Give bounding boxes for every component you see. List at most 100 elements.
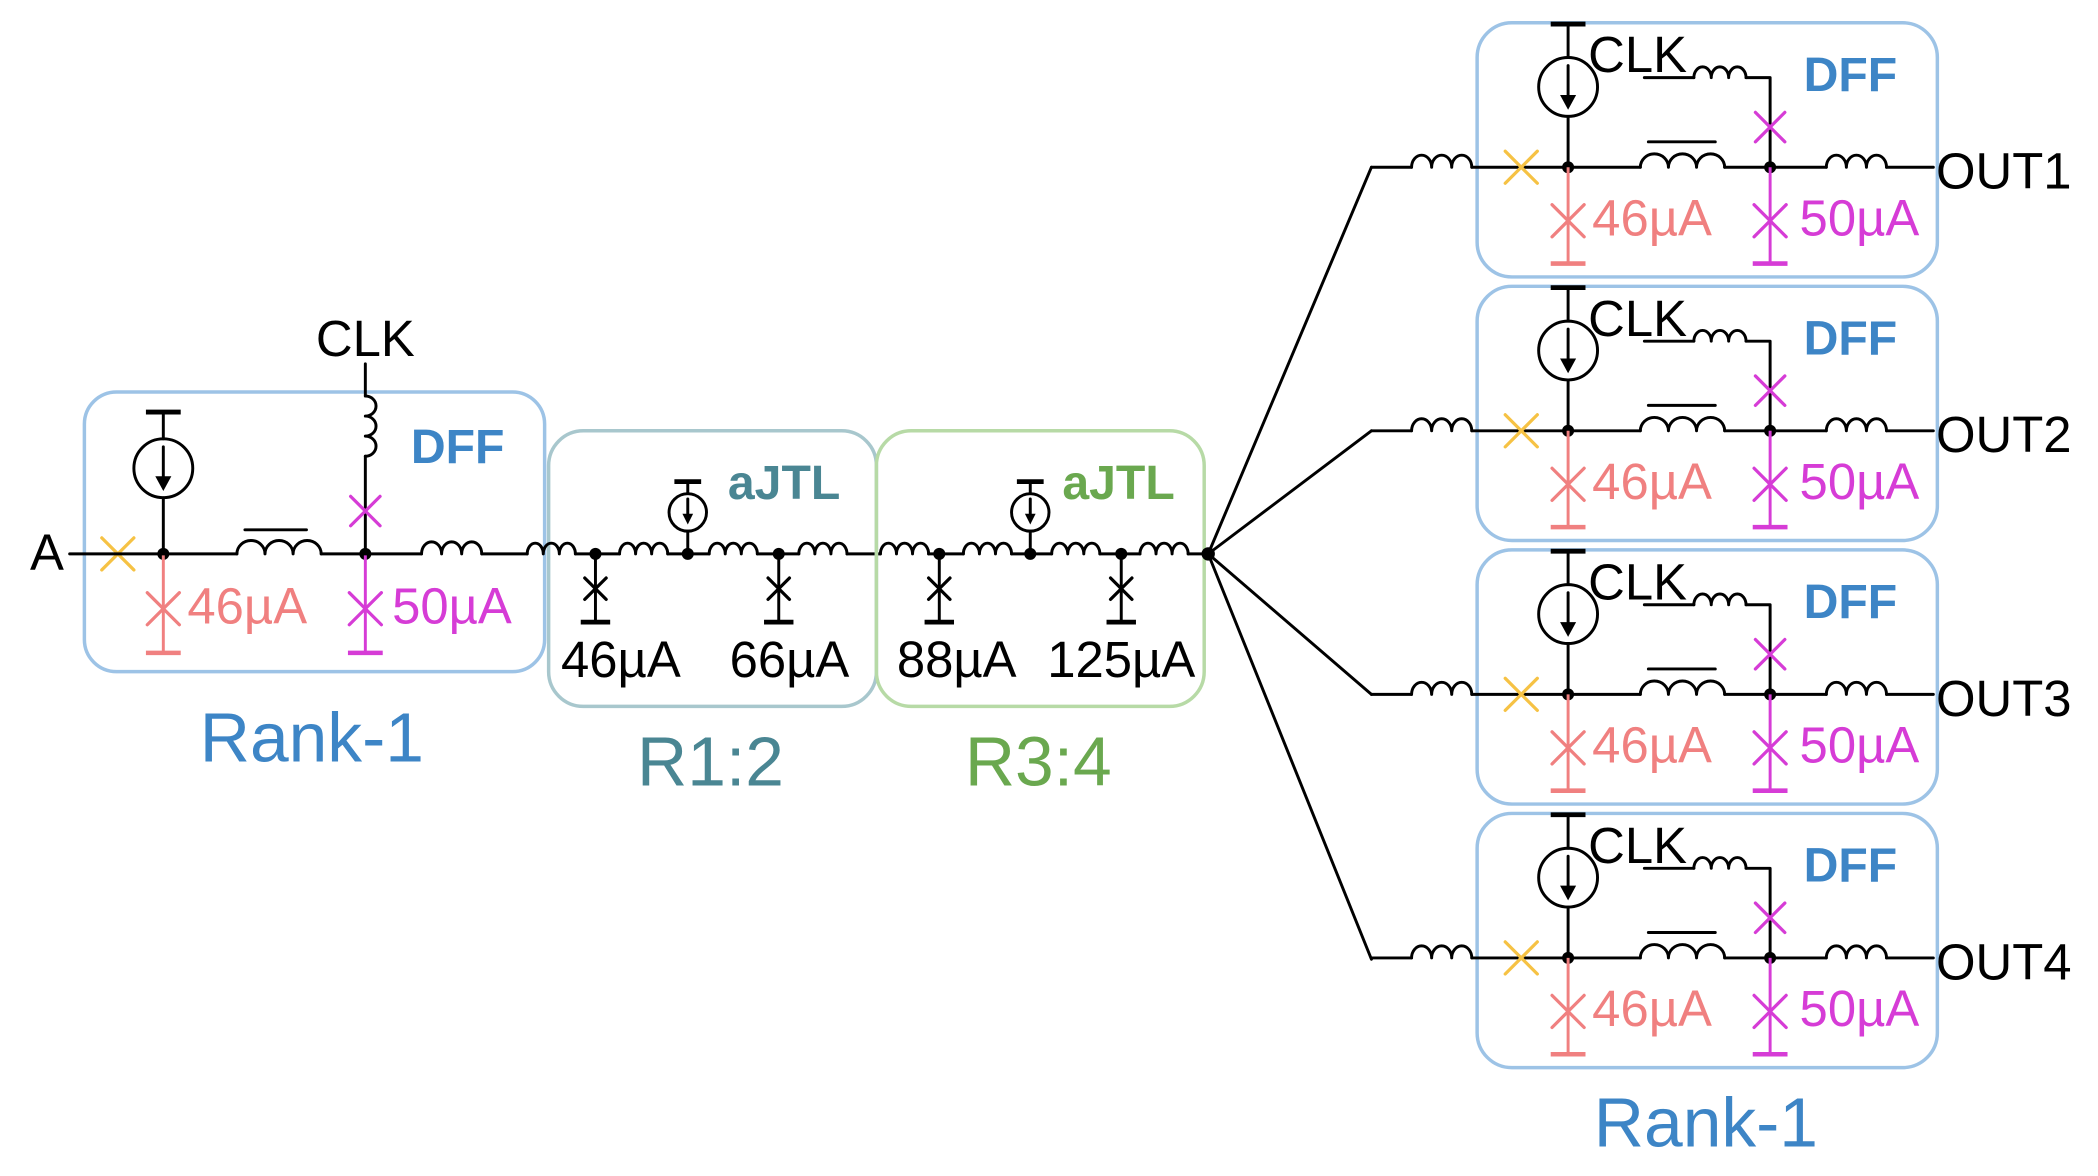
clk-label: CLK [1588,290,1687,347]
clk-wire [1642,603,1772,696]
input-junction-bias: 46µA [187,577,307,634]
inductor-icon [1138,541,1190,556]
input-dff: DFF 46µA CLK 50µA [82,310,547,674]
output-dff-box [1475,284,1940,543]
output-junction-bias: 50µA [1800,453,1920,510]
clock-junction-icon [1753,374,1787,407]
output-label: OUT4 [1936,933,2072,990]
input-junction-icon [1550,466,1586,502]
input-inductor-icon [1410,680,1474,696]
storage-inductor-icon [235,539,323,556]
output-junction-icon [1752,203,1788,239]
input-junction-icon [1550,730,1586,766]
output-junction-icon [1752,993,1788,1030]
ajtl-r12: aJTL 46µA 66µA [525,429,879,709]
dff-title: DFF [1804,48,1898,102]
clk-inductor-icon [1692,329,1748,343]
output-inductor-icon [1824,680,1888,696]
josephson-junction-icon [926,576,952,601]
dff-title: DFF [1804,312,1898,366]
input-dff-box [82,390,547,674]
output-dff-4: CLK 46µA 50µA DFF OUT4 [1369,811,2072,1070]
current-arrowhead-icon [1560,885,1577,901]
output-junction-bias: 50µA [392,577,512,634]
clk-wire [1642,866,1772,960]
output-inductor-icon [1824,417,1888,433]
current-arrowhead-icon [155,476,172,492]
rank-label-right: Rank-1 [1594,1084,1818,1162]
inductor-icon [1050,541,1102,556]
input-inductor-icon [1410,153,1474,169]
current-arrowhead-icon [1560,358,1577,374]
clk-wire [1642,76,1772,169]
clk-inductor-icon [1692,65,1748,80]
clk-inductor-icon [1692,856,1748,870]
current-source-icon [1010,492,1051,533]
output-dff-1: CLK 46µA 50µA DFF OUT1 [1369,21,2072,279]
inductor-icon [961,541,1014,556]
ajtl-r34-box [874,429,1206,709]
output-dff-box [1475,21,1940,279]
input-buffer-junction-icon [1503,149,1539,185]
clk-wire [1642,339,1772,433]
output-label: OUT3 [1936,670,2072,727]
storage-inductor-icon [1638,416,1727,433]
clock-junction-icon [349,494,382,528]
output-dffs: CLK 46µA 50µA DFF OUT1 [1369,21,2072,1070]
inductor-icon [707,541,759,556]
current-arrowhead-icon [1560,94,1577,110]
junction-bias-label: 46µA [561,631,681,688]
input-junction-bias: 46µA [1592,453,1712,510]
input-buffer-junction-icon [1503,940,1539,976]
input-junction-bias: 46µA [1592,980,1712,1037]
output-junction-bias: 50µA [1800,717,1920,774]
dff-title: DFF [1804,575,1898,629]
fanout-wire [1206,429,1373,556]
current-source-icon [1537,846,1600,909]
current-source-icon [1537,56,1600,118]
inductor-icon [797,541,849,556]
junction-bias-label: 125µA [1047,631,1195,688]
clk-label: CLK [316,310,415,367]
clk-label: CLK [1588,817,1687,874]
output-dff-box [1475,548,1940,806]
clk-inductor-icon [363,394,378,458]
input-inductor-icon [1410,944,1474,960]
output-label: OUT2 [1936,406,2072,463]
clk-label: CLK [1588,26,1687,83]
current-arrowhead-icon [1560,622,1577,637]
ajtl-r34-title: aJTL [1062,456,1174,510]
clock-junction-icon [1753,637,1787,671]
rank-label-r12: R1:2 [637,722,784,800]
storage-inductor-icon [1638,152,1727,169]
current-source-icon [1537,583,1600,645]
fanout-wire [1206,165,1373,556]
junction-bias-label: 88µA [897,631,1017,688]
storage-inductor-icon [1638,943,1727,960]
current-source-icon [667,492,708,533]
output-inductor-icon [1824,153,1888,169]
clk-label: CLK [1588,553,1687,610]
output-junction-icon [1752,466,1788,502]
output-junction-icon [1752,730,1788,766]
clk-inductor-icon [1692,592,1748,607]
fanout-wire [1206,552,1373,961]
output-junction-bias: 50µA [1800,189,1920,246]
inductor-icon [878,541,931,556]
input-junction-icon [1550,993,1586,1030]
fanout-wire [1206,552,1373,696]
input-buffer-junction-icon [1503,676,1539,713]
input-buffer-junction-icon [1503,413,1539,449]
input-junction-bias: 46µA [1592,189,1712,246]
clock-junction-icon [1753,901,1787,935]
current-source-icon [132,437,195,500]
input-junction-icon [145,591,181,627]
junction-bias-label: 66µA [730,631,850,688]
input-junction-bias: 46µA [1592,717,1712,774]
output-inductor-icon [1824,944,1888,960]
clock-junction-icon [1753,110,1787,144]
output-label: OUT1 [1936,143,2072,200]
josephson-junction-icon [1108,576,1134,601]
output-dff-box [1475,811,1940,1070]
